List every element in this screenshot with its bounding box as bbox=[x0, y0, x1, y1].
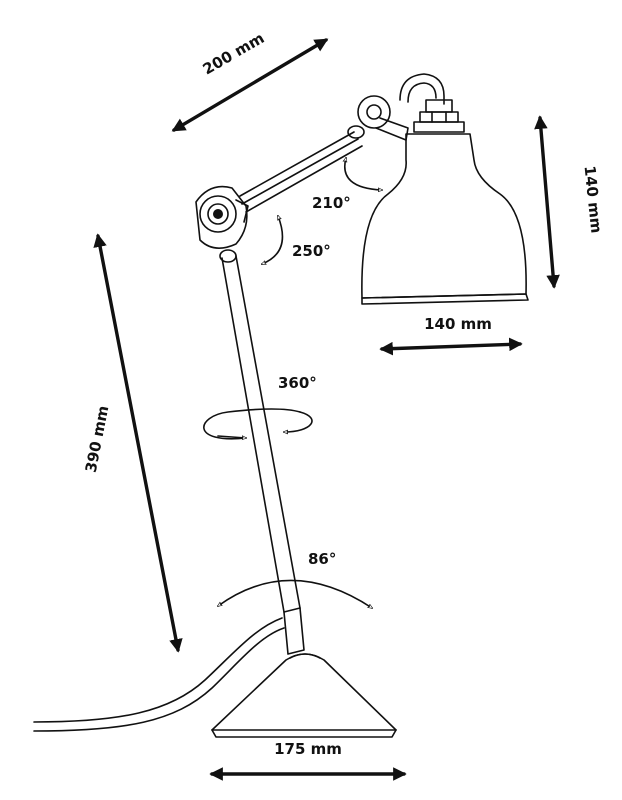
lamp-arm bbox=[239, 131, 355, 197]
elbow-rotation-arrow bbox=[262, 216, 284, 265]
elbow-angle-label: 250° bbox=[292, 242, 331, 260]
base-tilt-angle-label: 86° bbox=[308, 550, 336, 568]
lamp-socket bbox=[399, 73, 465, 133]
shade-width-arrow bbox=[379, 337, 523, 356]
stem-height-arrow bbox=[93, 233, 183, 653]
rotation-arrows bbox=[203, 158, 382, 608]
shade-joint-angle-label: 210° bbox=[312, 194, 351, 212]
lamp-stem bbox=[221, 257, 285, 613]
stem-swivel-angle-label: 360° bbox=[278, 374, 317, 392]
shade-height-label: 140 mm bbox=[580, 165, 605, 234]
base-tilt-arrow bbox=[218, 579, 372, 608]
dimension-arrows bbox=[93, 38, 560, 781]
base-width-label: 175 mm bbox=[274, 740, 342, 758]
power-cable bbox=[33, 617, 283, 723]
shade-height-arrow bbox=[534, 115, 560, 289]
elbow-joint bbox=[195, 185, 249, 249]
lamp-base bbox=[211, 653, 397, 731]
stem-swivel-arrow bbox=[203, 408, 313, 439]
arm-length-arrow bbox=[171, 38, 329, 132]
stem-height-label: 390 mm bbox=[82, 404, 113, 474]
rotation-labels: 210° 250° 360° 86° bbox=[278, 194, 351, 568]
shade-joint bbox=[347, 95, 409, 141]
shade-joint-rotation-arrow bbox=[345, 158, 382, 190]
arm-length-label: 200 mm bbox=[200, 29, 268, 78]
base-joint bbox=[283, 607, 305, 655]
lamp-illustration bbox=[33, 73, 529, 738]
shade-width-label: 140 mm bbox=[424, 315, 492, 333]
lamp-shade bbox=[361, 133, 529, 305]
